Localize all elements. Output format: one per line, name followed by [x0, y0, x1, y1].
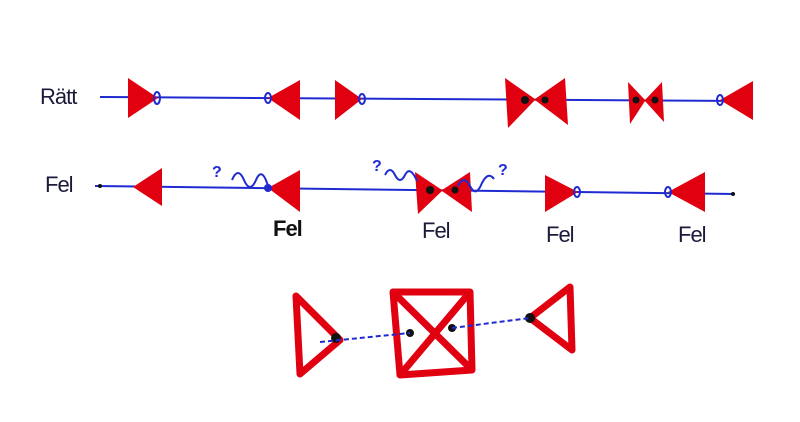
blue-circle: [716, 94, 724, 106]
fel-annotation: Fel: [422, 218, 451, 243]
black-dot: [541, 96, 549, 104]
triangle-left: [668, 172, 705, 212]
blue-circle: [358, 93, 366, 105]
triangle-left: [133, 168, 162, 206]
bowtie: [505, 78, 568, 128]
fel-annotation: Fel: [273, 216, 303, 241]
black-dot: [426, 186, 434, 194]
triangle-right: [335, 80, 362, 120]
black-dot: [525, 313, 535, 323]
bowtie: [628, 82, 664, 124]
fel-annotation: Fel: [546, 222, 575, 247]
blue-circle: [573, 186, 581, 198]
row-fel-line: [94, 185, 736, 195]
triangle-right: [545, 175, 578, 212]
dashed-line: [319, 332, 411, 343]
squiggle: [231, 172, 269, 188]
triangle-left: [268, 80, 300, 120]
row-label-fel: Fel: [45, 172, 74, 197]
fel-annotation: Fel: [678, 222, 707, 247]
squiggle: [457, 174, 495, 193]
blue-circle: [264, 92, 272, 104]
squiggle: [384, 169, 418, 182]
black-dot: [632, 96, 640, 104]
outlined-triangle: [292, 292, 344, 378]
black-dot: [521, 96, 529, 104]
dashed-line: [451, 317, 531, 329]
black-dot: [651, 96, 659, 104]
bowtie: [415, 172, 472, 214]
question-mark: ?: [372, 158, 382, 175]
question-mark: ?: [498, 162, 508, 179]
row-label-ratt: Rätt: [40, 84, 77, 109]
blue-circle: [664, 186, 672, 198]
outlined-triangle: [526, 283, 576, 354]
black-dot: [451, 186, 459, 194]
triangle-right: [128, 78, 158, 118]
triangle-left: [268, 170, 300, 212]
line-end-dot: [731, 192, 735, 196]
blue-dot: [264, 184, 272, 192]
line-end-dot: [98, 184, 102, 188]
question-mark: ?: [212, 164, 222, 181]
outlined-bowtie: [389, 288, 476, 379]
triangle-left: [720, 81, 753, 120]
blue-circle: [153, 91, 161, 105]
